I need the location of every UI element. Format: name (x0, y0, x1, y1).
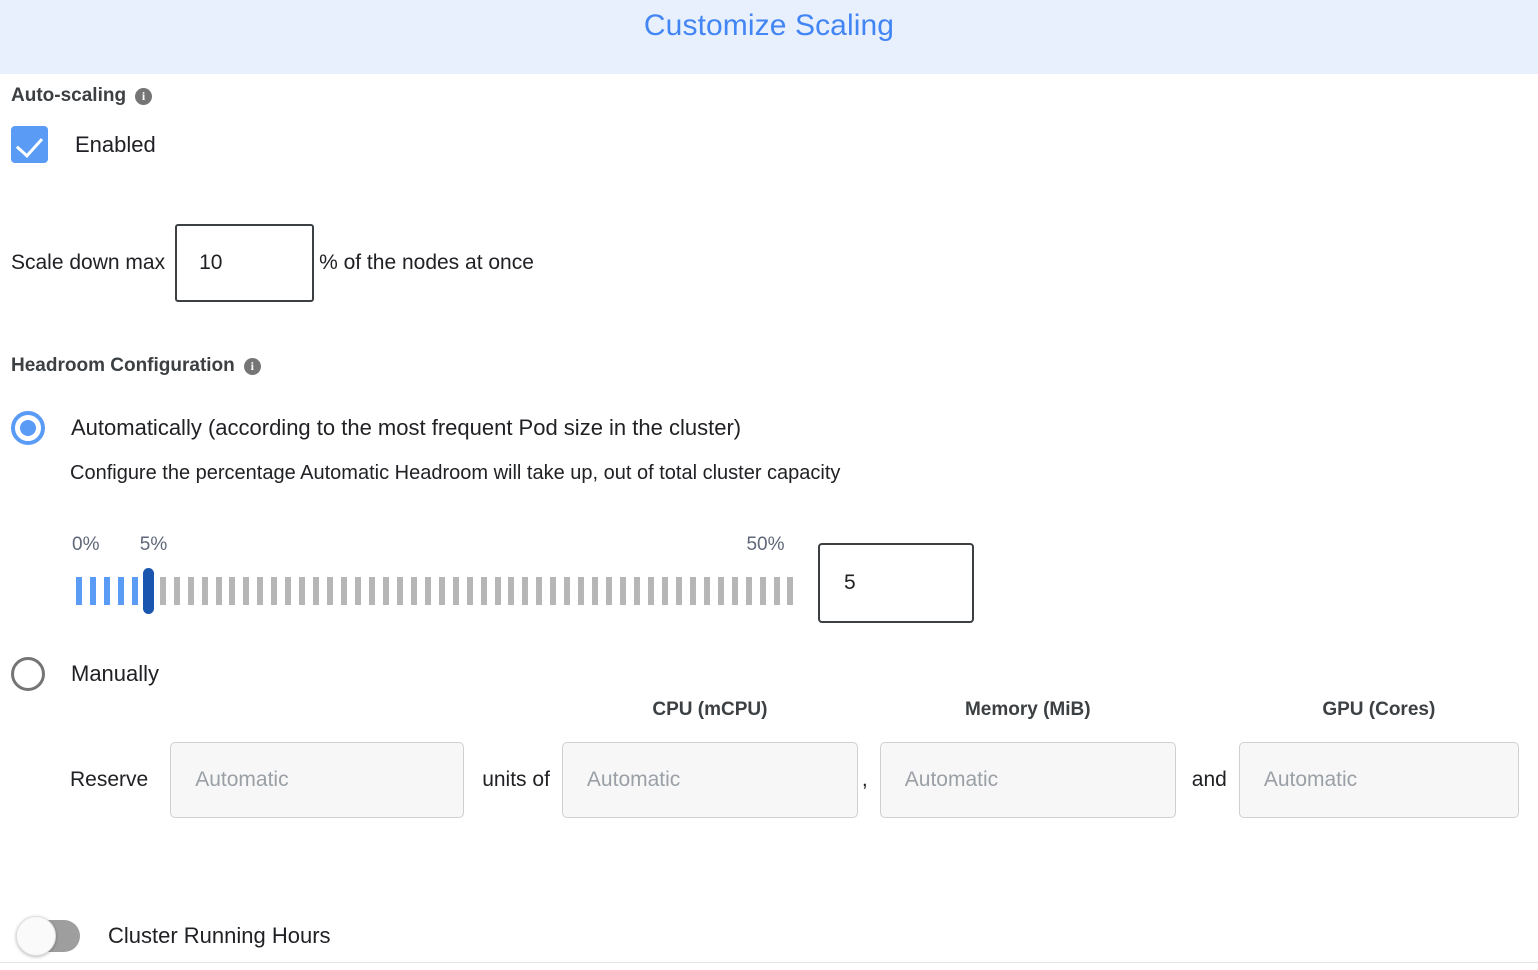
slider-tick (689, 577, 696, 605)
page-title: Customize Scaling (643, 9, 895, 42)
slider-tick (759, 577, 766, 605)
slider-tick (606, 577, 613, 605)
toggle-knob (16, 916, 56, 956)
slider-tick (368, 577, 375, 605)
slider-tick (201, 577, 208, 605)
auto-scaling-enabled-label: Enabled (75, 131, 156, 157)
scale-down-max-row: Scale down max % of the nodes at once (11, 224, 534, 302)
slider-tick (452, 577, 459, 605)
slider-min-label: 0% (72, 534, 100, 555)
info-icon[interactable]: i (243, 357, 261, 375)
slider-tick (731, 577, 738, 605)
headroom-configuration-label-text: Headroom Configuration (11, 355, 235, 376)
slider-tick (271, 577, 278, 605)
cluster-running-hours-label: Cluster Running Hours (108, 923, 331, 948)
slider-tick (159, 577, 166, 605)
slider-tick (355, 577, 361, 605)
column-header-memory: Memory (MiB) (964, 699, 1091, 720)
slider-tick (299, 577, 306, 605)
slider-tick (480, 577, 487, 605)
auto-scaling-section-label: Auto-scaling i (11, 85, 153, 107)
auto-scaling-enabled-checkbox[interactable] (11, 126, 48, 163)
bottom-divider (0, 962, 1538, 963)
slider-tick (536, 577, 543, 605)
headroom-option-automatically[interactable]: Automatically (according to the most fre… (11, 411, 741, 445)
slider-scale-labels: 0% 5% 50% (72, 534, 806, 561)
slider-tick (396, 577, 403, 605)
reserve-units-input[interactable] (170, 742, 465, 818)
slider-tick (313, 577, 320, 605)
slider-tick (327, 577, 334, 605)
slider-tick (438, 577, 445, 605)
slider-tick (424, 577, 431, 605)
slider-tick (592, 577, 599, 605)
auto-scaling-label-text: Auto-scaling (11, 85, 127, 106)
slider-tick (787, 577, 794, 605)
slider-tick (634, 577, 640, 605)
headroom-option-manually[interactable]: Manually (11, 657, 159, 691)
radio-manually-label: Manually (71, 661, 160, 686)
auto-scaling-enabled-row[interactable]: Enabled (11, 126, 156, 163)
reserve-cpu-input[interactable] (561, 742, 858, 818)
slider-tick (103, 577, 110, 605)
cluster-running-hours-row[interactable]: Cluster Running Hours (16, 916, 331, 956)
slider-tick (466, 577, 473, 605)
slider-tick (382, 577, 389, 605)
slider-tick (564, 577, 571, 605)
slider-tick (773, 577, 780, 605)
slider-tick (522, 577, 529, 605)
slider-tick (550, 577, 557, 605)
headroom-percentage-input[interactable] (818, 543, 974, 623)
slider-tick (745, 577, 752, 605)
column-header-gpu: GPU (Cores) (1322, 699, 1436, 720)
headroom-configuration-section-label: Headroom Configuration i (11, 355, 261, 377)
headroom-automatic-helper-text: Configure the percentage Automatic Headr… (70, 462, 841, 484)
slider-tick (661, 577, 668, 605)
radio-automatically-label: Automatically (according to the most fre… (71, 415, 742, 440)
radio-automatically[interactable] (11, 411, 45, 445)
reserve-label: Reserve (70, 768, 149, 791)
comma-separator: , (861, 768, 868, 791)
slider-tick (215, 577, 222, 605)
slider-tick (717, 577, 724, 605)
slider-tick (229, 577, 236, 605)
slider-tick (117, 577, 124, 605)
slider-tick (341, 577, 348, 605)
scale-down-max-input[interactable] (175, 224, 315, 302)
slider-max-label: 50% (746, 534, 785, 555)
units-of-label: units of (482, 768, 550, 791)
slider-thumb[interactable] (143, 568, 155, 614)
manual-reserve-row: Reserve units of , and (70, 742, 1519, 818)
slider-tick (89, 577, 96, 605)
slider-track[interactable] (76, 568, 806, 614)
reserve-gpu-input[interactable] (1238, 742, 1519, 818)
slider-tick (243, 577, 250, 605)
headroom-percentage-slider[interactable]: 0% 5% 50% (72, 534, 806, 614)
slider-tick (578, 577, 585, 605)
slider-tick (76, 577, 82, 605)
slider-tick (131, 577, 138, 605)
slider-tick (647, 577, 654, 605)
slider-tick (257, 577, 264, 605)
slider-tick (187, 577, 194, 605)
reserve-memory-input[interactable] (879, 742, 1176, 818)
slider-tick (675, 577, 682, 605)
slider-tick (285, 577, 292, 605)
slider-tick (494, 577, 501, 605)
slider-tick (410, 577, 417, 605)
panel-header: Customize Scaling (0, 0, 1538, 74)
slider-tick (173, 577, 180, 605)
slider-current-label: 5% (139, 534, 168, 555)
radio-manually[interactable] (11, 657, 45, 691)
scale-down-max-suffix-label: % of the nodes at once (319, 251, 534, 274)
slider-tick (620, 577, 627, 605)
slider-tick (508, 577, 515, 605)
and-separator: and (1191, 768, 1227, 791)
info-icon[interactable]: i (135, 87, 153, 105)
scale-down-max-prefix-label: Scale down max (11, 251, 166, 274)
slider-tick (703, 577, 710, 605)
cluster-running-hours-toggle[interactable] (16, 916, 80, 956)
column-header-cpu: CPU (mCPU) (652, 699, 768, 720)
